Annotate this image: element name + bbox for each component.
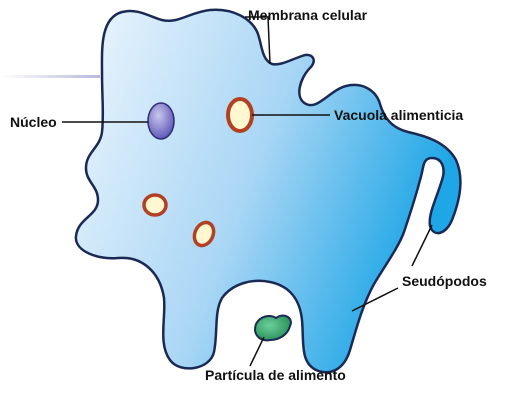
food-vacuole [228,99,252,131]
label-membrana-celular: Membrana celular [248,7,368,23]
nucleus [148,103,174,139]
label-vacuola-alimenticia: Vacuola alimenticia [334,107,463,123]
vacuole-small [144,195,166,215]
label-seudopodos: Seudópodos [402,273,487,289]
label-nucleo: Núcleo [10,114,57,130]
food-particle [255,316,291,341]
decorative-line [0,75,100,78]
label-particula-de-alimento: Partícula de alimento [205,367,346,383]
leader-seudopodo-upper [412,225,432,266]
leader-particula [250,337,264,366]
